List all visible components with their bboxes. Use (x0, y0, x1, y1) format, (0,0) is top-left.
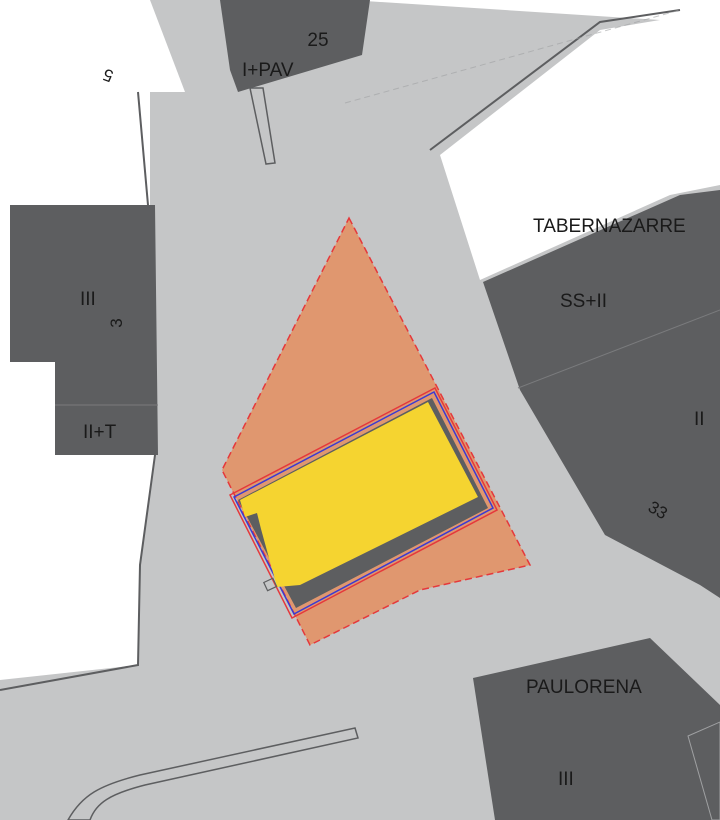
building-left (10, 205, 158, 455)
building-right (483, 190, 720, 598)
small-marker (262, 577, 278, 592)
label-floors-bottom: III (558, 769, 574, 790)
parcel-edge-left (0, 91, 157, 691)
open-parcel-top-right (350, 0, 720, 280)
label-floors-left: III (80, 289, 96, 310)
label-floors-right-top: SS+II (560, 291, 607, 312)
faint-dashed-line (344, 9, 681, 104)
building-right-split (517, 309, 720, 389)
building-left-annex (10, 317, 55, 362)
plot-outline-red (228, 386, 499, 620)
building-bottom-right-annex (687, 721, 720, 820)
building-bottom-right (473, 638, 720, 820)
label-street-paulorena: PAULORENA (526, 677, 642, 698)
label-floors-left-low: II+T (83, 422, 117, 443)
label-number-3: 3 (107, 318, 126, 327)
parcel-edge-top-right (429, 9, 681, 151)
label-floors-top: I+PAV (242, 60, 294, 81)
building-top (220, 0, 370, 92)
label-street-tabernazarre: TABERNAZARRE (533, 216, 686, 237)
open-parcel-top-left (0, 0, 185, 92)
plot-yellow (240, 402, 478, 587)
curb-line-bottom (67, 727, 359, 820)
wall-strip-top (249, 87, 276, 165)
label-number-25: 25 (307, 30, 328, 51)
label-floors-right: II (694, 409, 705, 430)
